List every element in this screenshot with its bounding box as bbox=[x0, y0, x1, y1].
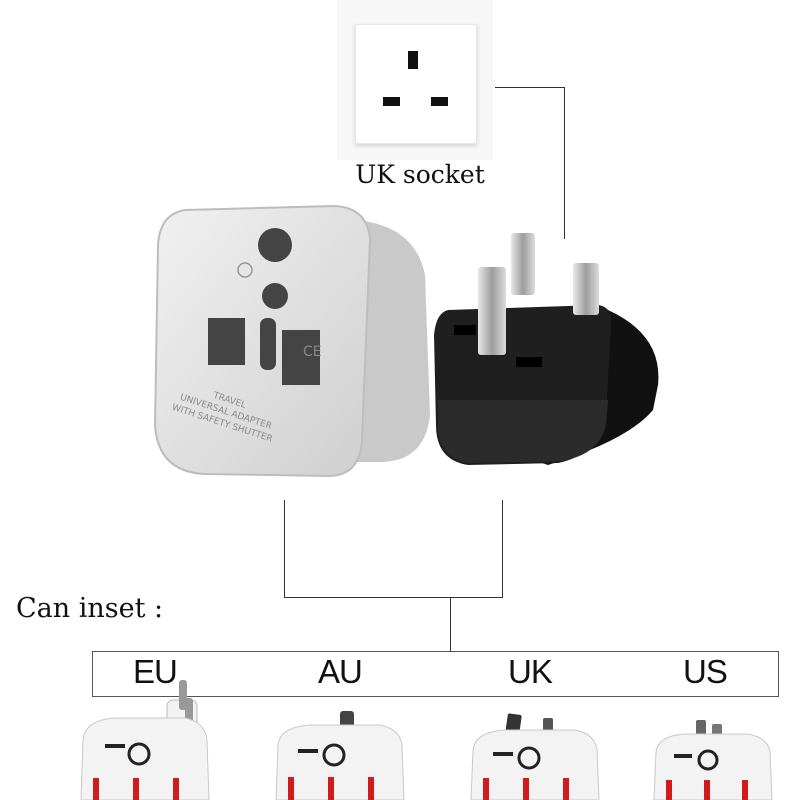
socket-caption: UK socket bbox=[355, 160, 485, 189]
connector-line bbox=[284, 597, 503, 598]
connector-line bbox=[284, 500, 285, 597]
type-label-us: US bbox=[683, 653, 728, 690]
ce-mark: CE bbox=[303, 344, 322, 360]
eu-adapter-photo bbox=[75, 678, 215, 800]
au-adapter-photo bbox=[270, 705, 410, 800]
connector-line bbox=[450, 597, 451, 651]
uk-socket-plate bbox=[355, 24, 477, 144]
connector-line bbox=[502, 500, 503, 597]
type-label-uk: UK bbox=[508, 653, 553, 690]
connector-line bbox=[495, 87, 565, 88]
white-adapter-photo bbox=[150, 200, 440, 480]
uk-adapter-photo bbox=[465, 712, 605, 800]
connector-line bbox=[564, 87, 565, 239]
type-label-au: AU bbox=[318, 653, 363, 690]
us-adapter-photo bbox=[648, 718, 778, 800]
type-label-eu: EU bbox=[133, 653, 178, 690]
can-inset-label: Can inset : bbox=[16, 593, 164, 624]
plug-type-box bbox=[92, 651, 779, 697]
black-plug-photo bbox=[428, 225, 663, 495]
